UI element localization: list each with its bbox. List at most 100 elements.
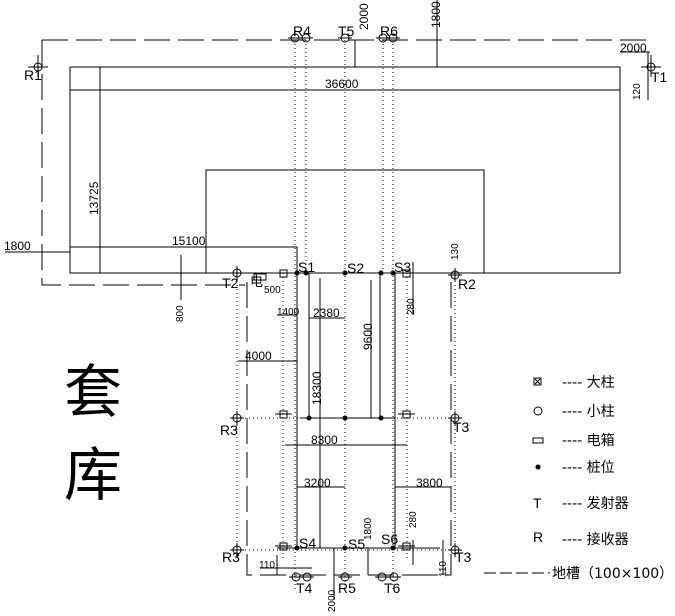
- large-column-icon: [398, 410, 415, 419]
- pile-icon: [294, 270, 300, 276]
- sensor-icon: [230, 411, 244, 425]
- svg-text:---- 接收器: ---- 接收器: [562, 531, 629, 548]
- label-t5: T5: [338, 23, 355, 39]
- dim-280-top: 280: [406, 298, 417, 315]
- dim-110-right: 110: [438, 561, 449, 577]
- dim-right-margin: 2000: [620, 41, 647, 55]
- label-t3-mid: T3: [453, 419, 470, 435]
- dim-left-margin: 1800: [4, 239, 31, 253]
- label-s4: S4: [299, 535, 316, 551]
- svg-text:---- 大柱: ---- 大柱: [562, 375, 615, 391]
- sensor-markers: [28, 33, 661, 582]
- grid-lines: [236, 40, 456, 590]
- svg-text:地槽（100×100）: 地槽（100×100）: [552, 566, 673, 582]
- dim-4000: 4000: [245, 349, 272, 363]
- label-r3-bottom: R3: [222, 549, 240, 565]
- legend-item: T ---- 发射器: [533, 495, 629, 512]
- dim-left-offset: 15100: [172, 234, 206, 248]
- dim-2380: 2380: [313, 306, 340, 320]
- large-column-icon: [275, 542, 292, 551]
- pile-icon: [342, 415, 348, 421]
- dim-top-margin-1: 2000: [357, 3, 371, 30]
- pile-markers: [294, 270, 396, 551]
- svg-text:---- 桩位: ---- 桩位: [562, 459, 615, 476]
- title-char-1: 套: [64, 358, 122, 426]
- dim-box-offset: 500: [264, 285, 281, 296]
- sensor-icon: [230, 266, 244, 280]
- dim-8300: 8300: [311, 433, 338, 447]
- sensor-icon: [448, 543, 462, 557]
- dim-9600: 9600: [361, 323, 375, 350]
- dim-18300: 18300: [310, 371, 324, 405]
- legend-item: R ---- 接收器: [533, 529, 629, 548]
- label-t4: T4: [296, 580, 313, 596]
- legend-item: ---- 大柱: [533, 375, 615, 391]
- large-column-icon: [398, 269, 415, 278]
- title-char-2: 库: [64, 441, 122, 509]
- dimension-lines: [5, 0, 650, 600]
- sensor-icon: [376, 33, 400, 43]
- pile-icon: [390, 270, 396, 276]
- svg-text:---- 发射器: ---- 发射器: [562, 496, 629, 512]
- pile-icon: [303, 270, 309, 276]
- electric-box-icon: [532, 437, 544, 444]
- large-column-icon: [533, 377, 542, 386]
- dim-top-margin-2: 1800: [429, 1, 443, 28]
- label-r4: R4: [293, 23, 311, 39]
- sensor-icon: [448, 411, 462, 425]
- dim-3800: 3800: [416, 476, 443, 490]
- sensor-icon: [448, 268, 462, 282]
- label-t1: T1: [651, 69, 668, 85]
- large-column-icon: [398, 542, 415, 551]
- trench-boundary: [41, 39, 650, 576]
- dimension-labels: 36600 13725 15100 1800 2000 1800 2000 12…: [4, 1, 647, 612]
- sensor-icon: [28, 55, 48, 77]
- pile-icon: [390, 545, 396, 551]
- legend-item: 地槽（100×100）: [484, 566, 673, 582]
- pile-icon: [342, 270, 348, 276]
- dim-1400: 1400: [277, 307, 300, 318]
- label-s5: S5: [348, 536, 365, 552]
- label-r5: R5: [338, 580, 356, 596]
- legend-item: ---- 小柱: [533, 404, 615, 420]
- pile-icon: [294, 545, 300, 551]
- electric-box-icon: [253, 273, 267, 281]
- pile-icon: [378, 415, 384, 421]
- dim-3200: 3200: [304, 476, 331, 490]
- dim-right-small: 120: [632, 83, 643, 100]
- pile-icon: [535, 464, 541, 470]
- dim-2000-bottom: 2000: [327, 589, 338, 612]
- svg-text:---- 电箱: ---- 电箱: [562, 433, 615, 449]
- label-s1: S1: [298, 259, 315, 275]
- label-r6: R6: [380, 23, 398, 39]
- label-r2: R2: [458, 276, 476, 292]
- pile-icon: [306, 415, 312, 421]
- small-column-icon: [533, 406, 543, 416]
- dim-1800-bottom: 1800: [363, 517, 374, 540]
- label-electric-box: 电: [250, 274, 263, 289]
- sensor-icon: [375, 572, 401, 582]
- large-column-icon: [275, 410, 292, 419]
- label-s3: S3: [394, 259, 411, 275]
- dim-110-left: 110: [259, 560, 275, 571]
- receiver-symbol: R: [533, 529, 543, 545]
- label-s2: S2: [347, 260, 364, 276]
- sensor-icon: [289, 572, 314, 582]
- label-s6: S6: [381, 531, 398, 547]
- column-markers: [253, 269, 415, 551]
- dim-800: 800: [175, 305, 186, 322]
- label-t6: T6: [384, 580, 401, 596]
- label-r1: R1: [24, 67, 42, 83]
- legend-item: ---- 桩位: [535, 459, 615, 476]
- large-column-icon: [275, 269, 292, 278]
- dim-280-bottom: 280: [408, 511, 419, 528]
- sensor-icon: [288, 33, 313, 43]
- label-r3-mid: R3: [220, 422, 238, 438]
- pile-icon: [342, 545, 348, 551]
- label-t3-bottom: T3: [455, 549, 472, 565]
- point-labels: R1 T1 R4 T5 R6 S1 S2 S3 T2 R2 R3 T3 S4 S…: [24, 23, 668, 596]
- label-t2: T2: [222, 275, 239, 291]
- dim-total-width: 36600: [325, 77, 359, 91]
- legend: ---- 大柱 ---- 小柱 ---- 电箱 ---- 桩位 T ---- 发…: [484, 375, 673, 582]
